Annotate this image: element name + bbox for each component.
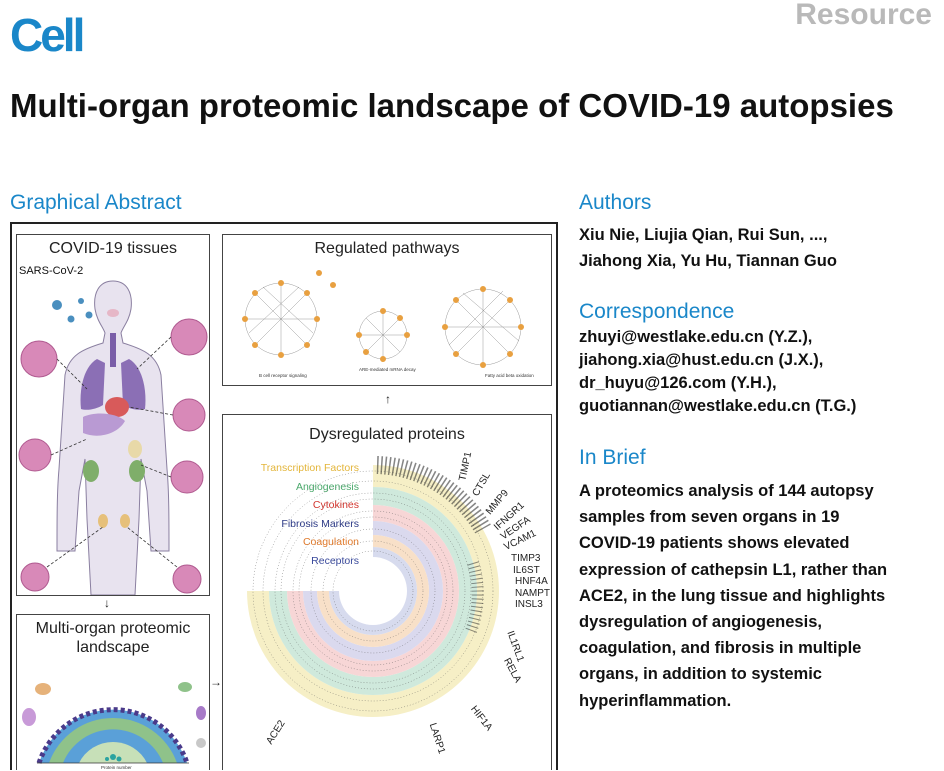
lungs-icon <box>80 333 146 410</box>
brief-line: dysregulation of angiogenesis, <box>579 613 822 632</box>
arrow-up-icon: ↑ <box>385 392 391 406</box>
lung-small-icon <box>22 708 36 726</box>
cell-logo[interactable]: Cell <box>10 9 85 61</box>
brief-line: expression of cathepsin L1, rather than <box>579 560 888 579</box>
correspondence-list: zhuyi@westlake.edu.cn (Y.Z.), jiahong.xi… <box>579 326 939 418</box>
email-link[interactable]: jiahong.xia@hust.edu.cn (J.X.), <box>579 351 824 369</box>
category-legend: Transcription Factors Angiogenesis Cytok… <box>225 459 359 571</box>
legend-item: Angiogenesis <box>295 480 359 493</box>
network-label: Fatty acid beta oxidation <box>485 373 534 378</box>
email-link[interactable]: zhuyi@westlake.edu.cn (Y.Z.), <box>579 328 813 346</box>
pathways-panel-title: Regulated pathways <box>314 240 460 257</box>
brief-line: A proteomics analysis of 144 autopsy <box>579 482 874 500</box>
kidney-icon <box>83 460 99 482</box>
pathways-panel: Regulated pathways B cell receptor signa… <box>222 234 552 386</box>
proteins-panel-title: Dysregulated proteins <box>309 426 465 443</box>
landscape-panel-title: Multi-organ proteomic landscape <box>17 619 209 657</box>
virus-label: SARS-CoV-2 <box>19 265 84 277</box>
organ-small-icon <box>196 706 206 720</box>
landscape-title-line: Multi-organ proteomic <box>35 620 191 637</box>
virus-icon <box>52 298 93 323</box>
arrow-right-icon: → <box>210 675 222 689</box>
email-link[interactable]: dr_huyu@126.com (Y.H.), <box>579 374 777 392</box>
legend-item: Fibrosis Markers <box>281 517 359 530</box>
histology-image <box>18 318 208 594</box>
legend-item: Receptors <box>311 554 359 567</box>
covid-tissues-panel: COVID-19 tissues SARS-CoV-2 <box>16 234 210 596</box>
graphical-abstract-heading: Graphical Abstract <box>10 191 182 214</box>
authors-list: Xiu Nie, Liujia Qian, Rui Sun, ..., Jiah… <box>579 222 929 274</box>
authors-line: Xiu Nie, Liujia Qian, Rui Sun, ..., <box>579 226 828 244</box>
testis-icon <box>98 514 108 528</box>
email-link[interactable]: guotiannan@westlake.edu.cn (T.G.) <box>579 397 857 415</box>
legend-item: Transcription Factors <box>260 462 359 474</box>
graphical-abstract-frame <box>10 222 558 770</box>
brief-line: ACE2, in the lung tissue and highlights <box>579 586 886 605</box>
brief-line: COVID-19 patients shows elevated <box>579 534 850 553</box>
authors-heading: Authors <box>579 191 652 214</box>
spleen-icon <box>128 440 142 458</box>
correspondence-heading: Correspondence <box>579 300 735 323</box>
arrow-down-icon: ↓ <box>104 596 110 610</box>
heart-icon <box>105 397 129 417</box>
legend-item: Cytokines <box>312 499 359 512</box>
landscape-title-line: landscape <box>76 639 150 656</box>
pathway-networks: B cell receptor signaling ARE-mediated m… <box>242 270 534 378</box>
tissues-panel-title: COVID-19 tissues <box>48 240 178 257</box>
body-silhouette-icon <box>56 280 170 595</box>
organ-small-icon <box>196 738 206 748</box>
article-type-label: Resource <box>795 0 932 31</box>
proteins-panel: Dysregulated proteins Transcription Fact… <box>222 414 552 770</box>
brief-line: hyperinflammation. <box>579 691 732 710</box>
article-title: Multi-organ proteomic landscape of COVID… <box>10 87 894 124</box>
authors-line: Jiahong Xia, Yu Hu, Tiannan Guo <box>579 252 837 270</box>
brief-line: samples from seven organs in 19 <box>579 508 840 527</box>
liver-icon <box>83 413 125 436</box>
gene-label: INSL3 <box>515 599 543 610</box>
kidney-icon <box>129 460 145 482</box>
legend-item: Coagulation <box>302 536 359 549</box>
testis-icon <box>120 514 130 528</box>
brief-line: coagulation, and fibrosis in multiple <box>579 639 862 658</box>
brief-line: organs, in addition to systemic <box>579 665 822 684</box>
landscape-axis-label: Protein number <box>101 765 132 770</box>
thyroid-icon <box>107 309 119 317</box>
landscape-fan-chart: Protein number <box>22 682 206 770</box>
gene-label: IL6ST <box>513 565 540 576</box>
organ-small-icon <box>178 682 192 692</box>
gene-label: HNF4A <box>515 576 548 587</box>
body-illustration <box>18 280 208 595</box>
in-brief-text: A proteomics analysis of 144 autopsy sam… <box>579 478 934 714</box>
gene-label: NAMPT <box>515 588 550 599</box>
gene-label: TIMP3 <box>511 553 541 564</box>
circular-heatmap <box>247 456 499 717</box>
in-brief-heading: In Brief <box>579 446 646 469</box>
network-label: ARE-mediated mRNA decay <box>359 367 417 372</box>
landscape-panel: Multi-organ proteomic landscape Protein … <box>16 614 210 770</box>
brain-icon <box>35 683 51 695</box>
network-label: B cell receptor signaling <box>259 373 307 378</box>
